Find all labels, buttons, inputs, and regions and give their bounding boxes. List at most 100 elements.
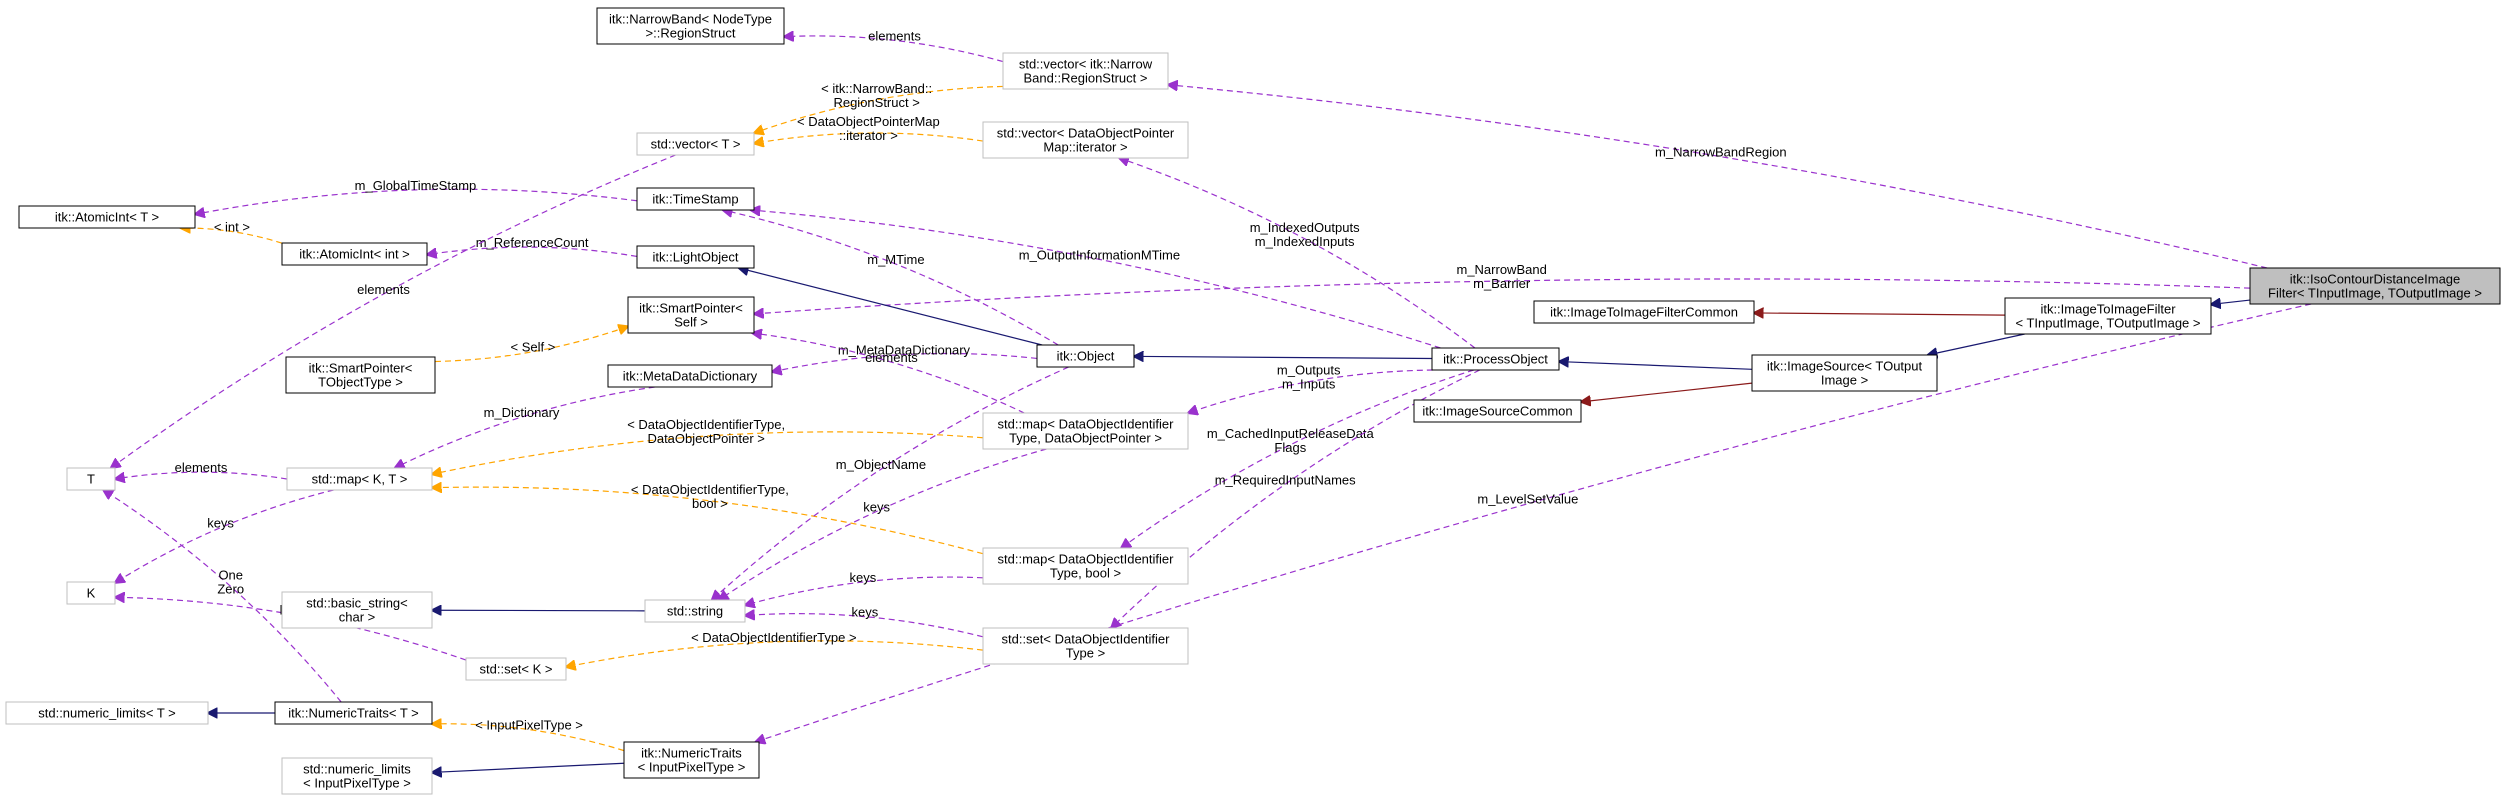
node-rs[interactable]: itk::NarrowBand< NodeType>::RegionStruct [596, 7, 785, 45]
node-box[interactable] [644, 599, 746, 623]
node-box[interactable] [1413, 399, 1582, 423]
node-box[interactable] [596, 7, 785, 45]
edge-line [754, 85, 1004, 133]
node-label: std::numeric_limits< T > [38, 706, 176, 721]
node-po[interactable]: itk::ProcessObject [1431, 347, 1560, 371]
node-itifc[interactable]: itk::ImageToImageFilterCommon [1533, 300, 1755, 324]
node-spself[interactable]: itk::SmartPointer<Self > [627, 296, 755, 334]
node-T[interactable]: T [66, 467, 116, 491]
edge-line [1559, 362, 1753, 370]
node-ts[interactable]: itk::TimeStamp [636, 187, 755, 211]
node-box[interactable] [281, 242, 428, 266]
edge-isrc-to-po [1559, 362, 1753, 370]
node-label: std::basic_string<char > [306, 596, 408, 625]
edge-label: m_MetaDataDictionary [838, 343, 971, 358]
node-label: std::set< K > [480, 662, 553, 677]
node-label: std::string [667, 604, 723, 619]
node-nlip[interactable]: std::numeric_limits< InputPixelType > [281, 757, 433, 795]
node-box[interactable] [281, 757, 433, 795]
node-label: itk::ImageSourceCommon [1422, 404, 1572, 419]
node-box[interactable] [285, 356, 436, 394]
node-ait[interactable]: itk::AtomicInt< T > [18, 205, 196, 229]
edge-label: keys [850, 570, 877, 585]
node-box[interactable] [982, 121, 1189, 159]
node-box[interactable] [982, 547, 1189, 585]
node-bs[interactable]: std::basic_string<char > [281, 591, 433, 629]
node-box[interactable] [1002, 52, 1169, 90]
edge-po-to-setdo: m_RequiredInputNames [1111, 369, 1481, 628]
node-box[interactable] [465, 657, 567, 681]
edge-label: keys [851, 605, 878, 620]
node-box[interactable] [2249, 267, 2501, 305]
node-box[interactable] [982, 412, 1189, 450]
node-label: itk::ProcessObject [1443, 352, 1548, 367]
edge-line [755, 303, 2312, 742]
node-setk[interactable]: std::set< K > [465, 657, 567, 681]
node-box[interactable] [286, 467, 433, 491]
edge-label: m_GlobalTimeStamp [355, 178, 477, 193]
node-box[interactable] [66, 467, 116, 491]
node-box[interactable] [607, 364, 773, 388]
node-obj[interactable]: itk::Object [1036, 344, 1135, 368]
edge-label: m_LevelSetValue [1477, 492, 1578, 507]
node-K[interactable]: K [66, 581, 116, 605]
edge-line [566, 640, 984, 667]
node-box[interactable] [274, 701, 433, 725]
node-box[interactable] [627, 296, 755, 334]
node-ntt[interactable]: itk::NumericTraits< T > [274, 701, 433, 725]
node-box[interactable] [1431, 347, 1560, 371]
node-str[interactable]: std::string [644, 599, 746, 623]
edge-line [432, 762, 625, 772]
edge-mapbool-to-mapkt: < DataObjectIdentifierType,bool > [432, 482, 984, 555]
edge-line [784, 36, 1004, 63]
node-isc[interactable]: itk::ImageSourceCommon [1413, 399, 1582, 423]
node-box[interactable] [1036, 344, 1135, 368]
node-box[interactable] [982, 627, 1189, 665]
edge-line [1121, 369, 1474, 548]
node-ntip[interactable]: itk::NumericTraits< InputPixelType > [623, 741, 760, 779]
edge-line [754, 278, 2251, 314]
edge-label: elements [868, 28, 921, 43]
node-box[interactable] [1533, 300, 1755, 324]
edge-label: m_OutputInformationMTime [1019, 247, 1180, 262]
edge-line [772, 352, 1038, 371]
node-box[interactable] [5, 701, 209, 725]
node-box[interactable] [636, 132, 755, 156]
node-label: itk::SmartPointer<TObjectType > [309, 361, 413, 390]
node-box[interactable] [2004, 297, 2212, 335]
node-label: std::numeric_limits< InputPixelType > [303, 762, 411, 791]
edge-line [751, 210, 1441, 349]
node-box[interactable] [18, 205, 196, 229]
node-box[interactable] [1751, 354, 1938, 392]
node-box[interactable] [66, 581, 116, 605]
node-vt[interactable]: std::vector< T > [636, 132, 755, 156]
node-itif[interactable]: itk::ImageToImageFilter< TInputImage, TO… [2004, 297, 2212, 335]
node-box[interactable] [636, 245, 755, 269]
node-box[interactable] [623, 741, 760, 779]
node-spobj[interactable]: itk::SmartPointer<TObjectType > [285, 356, 436, 394]
node-box[interactable] [281, 591, 433, 629]
node-nlt[interactable]: std::numeric_limits< T > [5, 701, 209, 725]
node-aii[interactable]: itk::AtomicInt< int > [281, 242, 428, 266]
node-box[interactable] [636, 187, 755, 211]
edge-line [1111, 369, 1481, 628]
node-mdd[interactable]: itk::MetaDataDictionary [607, 364, 773, 388]
edge-line [111, 154, 676, 468]
node-mapkt[interactable]: std::map< K, T > [286, 467, 433, 491]
node-label: itk::Object [1057, 349, 1115, 364]
node-lo[interactable]: itk::LightObject [636, 245, 755, 269]
edge-label: < Self > [510, 340, 555, 355]
